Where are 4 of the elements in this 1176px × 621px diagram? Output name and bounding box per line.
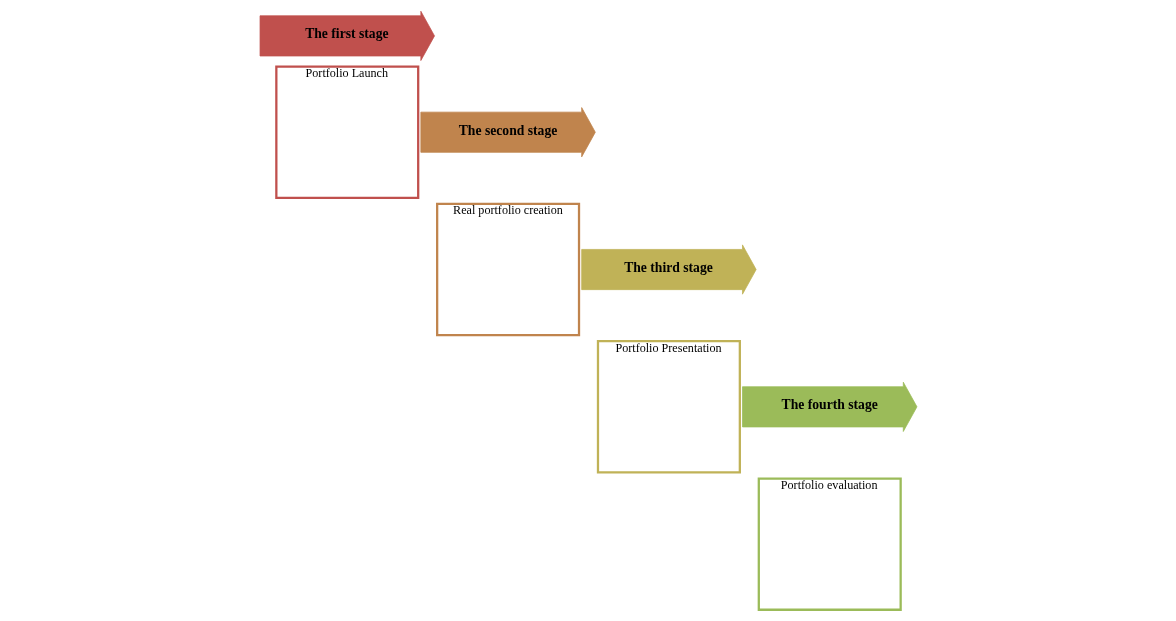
node-box: Real portfolio creation xyxy=(435,202,580,337)
node-box: Portfolio Launch xyxy=(274,65,419,199)
node-box: Portfolio Presentation xyxy=(596,340,741,474)
node-box: Portfolio evaluation xyxy=(757,477,902,611)
